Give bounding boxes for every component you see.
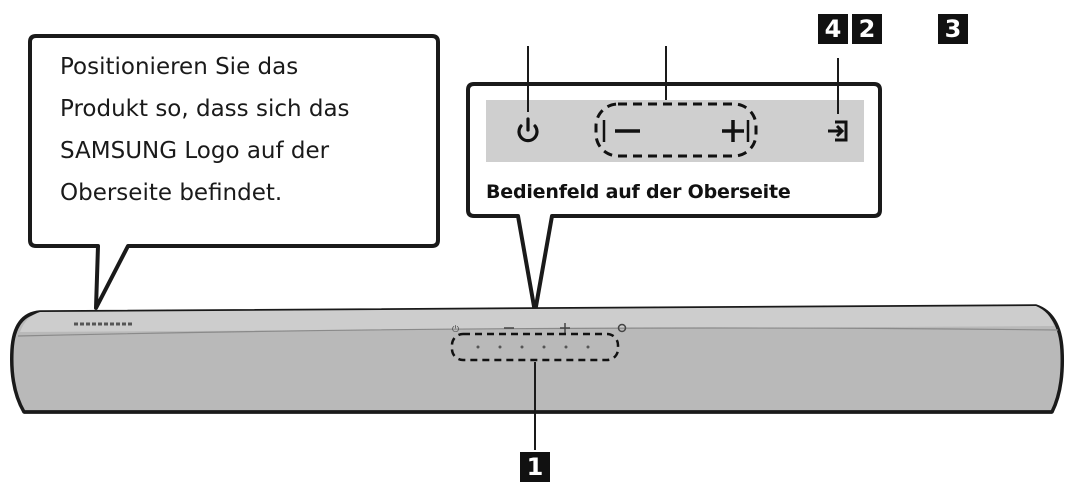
- top-panel-caption: Bedienfeld auf der Oberseite: [486, 181, 791, 203]
- badge-source: 3: [938, 14, 968, 44]
- logo-callout-bubble: [28, 34, 440, 310]
- soundbar-top-panel-markings: ⏻: [450, 323, 627, 362]
- panel-callout-bubble: [466, 82, 882, 314]
- source-input-icon: [828, 120, 848, 142]
- power-icon: [517, 117, 539, 143]
- volume-control-group: [594, 102, 758, 158]
- svg-text:⏻: ⏻: [452, 324, 459, 335]
- volume-up-icon: [722, 120, 744, 142]
- instruction-line-4: Oberseite befindet.: [60, 180, 283, 206]
- soundbar-panel-highlight: [450, 332, 620, 362]
- logo-position-instruction: Positionieren Sie das Produkt so, dass s…: [60, 46, 440, 214]
- badge-top-panel: 1: [520, 452, 550, 482]
- panel-strip: [486, 100, 864, 162]
- badge-volume: 2: [852, 14, 882, 44]
- badge-power: 4: [818, 14, 848, 44]
- instruction-line-1: Positionieren Sie das: [60, 54, 299, 80]
- instruction-line-2: Produkt so, dass sich das: [60, 96, 350, 122]
- instruction-line-3: SAMSUNG Logo auf der: [60, 138, 330, 164]
